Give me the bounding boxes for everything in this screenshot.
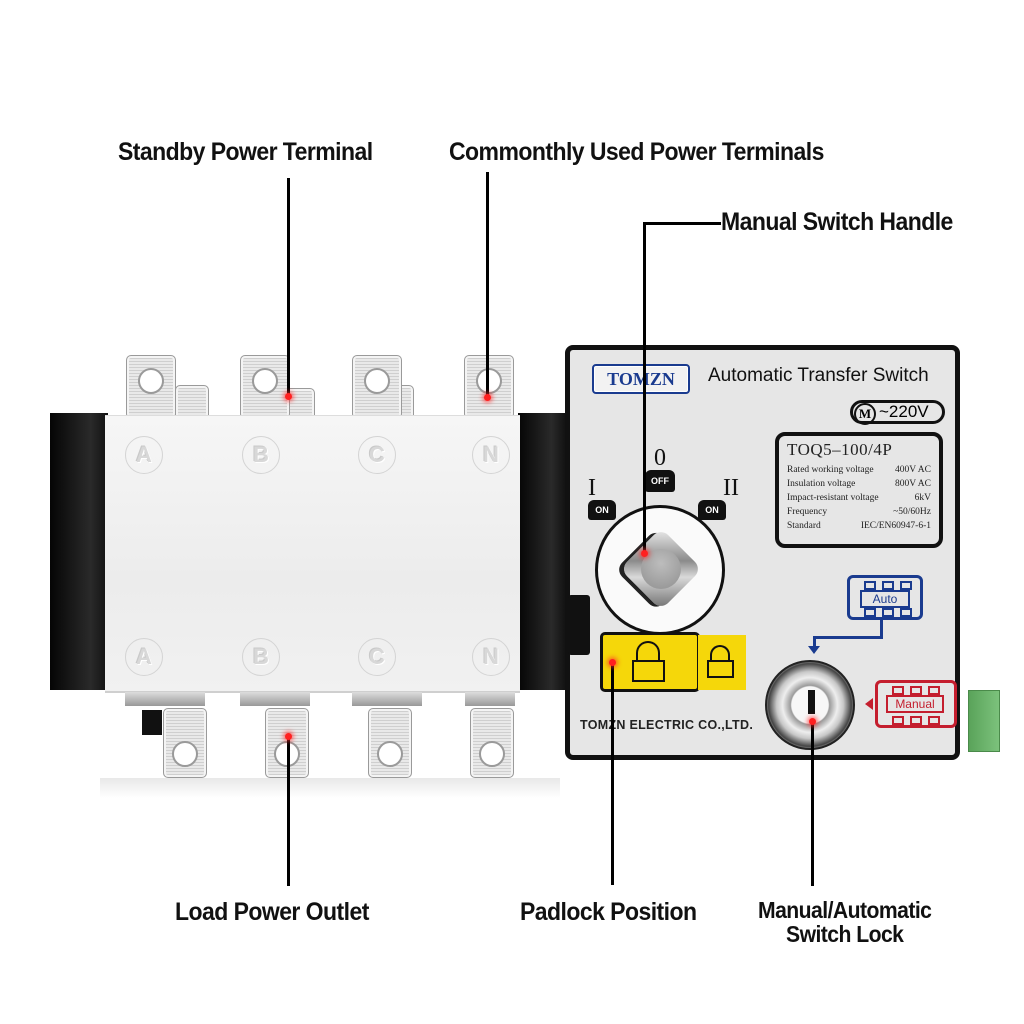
manual-mode-indicator: Manual — [875, 680, 957, 728]
marker-handle — [641, 550, 648, 557]
spec-value: IEC/EN60947-6-1 — [860, 521, 931, 531]
padlock-position[interactable] — [600, 632, 700, 692]
common-terminal-lug — [352, 355, 402, 419]
padlock-shackle-icon — [636, 641, 660, 661]
key-slot-icon — [808, 690, 815, 714]
spec-row: Impact-resistant voltage 6kV — [787, 491, 931, 505]
phase-label-bottom: N — [472, 638, 510, 676]
spec-value: 6kV — [914, 493, 931, 503]
bracket — [125, 692, 205, 706]
manual-label: Manual — [886, 695, 944, 713]
spec-value: ~50/60Hz — [893, 507, 931, 517]
switch-housing: A B C N A B C N — [105, 415, 520, 693]
callout-switch-lock-line2: Switch Lock — [786, 921, 904, 947]
spec-key: Insulation voltage — [787, 479, 856, 489]
bracket — [465, 692, 515, 706]
auto-mode-indicator: Auto — [847, 575, 923, 620]
marker-standby — [285, 393, 292, 400]
padlock-icon — [632, 660, 665, 682]
spec-label: TOQ5–100/4P Rated working voltage 400V AC… — [775, 432, 943, 548]
manual-switch-handle[interactable] — [595, 505, 725, 635]
leader-line-handle-h — [643, 222, 721, 225]
bracket — [240, 692, 310, 706]
phase-label-top: C — [358, 436, 396, 474]
load-terminal-lug — [368, 708, 412, 778]
panel-title: Automatic Transfer Switch — [708, 365, 929, 386]
leader-line-padlock — [611, 663, 614, 885]
motor-voltage-badge: M ~220V — [850, 400, 945, 425]
load-terminal-lug — [163, 708, 207, 778]
padlock-icon — [707, 660, 734, 678]
body-left-cap — [50, 413, 108, 690]
brand-logo: TOMZN — [592, 364, 690, 394]
green-terminal-block — [968, 690, 1000, 752]
common-terminal-lug — [464, 355, 514, 419]
position-label-0: 0 — [654, 445, 666, 471]
standby-terminal-lug — [240, 355, 290, 419]
spec-key: Impact-resistant voltage — [787, 493, 879, 503]
spec-value: 400V AC — [895, 465, 931, 475]
spec-key: Standard — [787, 521, 821, 531]
padlock-bracket — [568, 595, 590, 655]
arrow-down-icon — [808, 646, 820, 654]
arrow-left-icon — [865, 698, 873, 710]
callout-common-power-terminals: Commonthly Used Power Terminals — [449, 138, 824, 166]
marker-padlock — [609, 659, 616, 666]
marker-common — [484, 394, 491, 401]
phase-label-top: N — [472, 436, 510, 474]
auto-arrow-line — [880, 620, 883, 638]
company-name: TOMZN ELECTRIC CO.,LTD. — [580, 718, 754, 732]
bracket — [352, 692, 422, 706]
on-tab-left: ON — [588, 500, 616, 520]
phase-label-bottom: C — [358, 638, 396, 676]
phase-label-top: A — [125, 436, 163, 474]
spec-row: Insulation voltage 800V AC — [787, 477, 931, 491]
auto-arrow-line — [813, 636, 883, 639]
spec-key: Rated working voltage — [787, 465, 874, 475]
off-tab: OFF — [645, 470, 675, 492]
phase-label-top: B — [242, 436, 280, 474]
callout-manual-switch-handle: Manual Switch Handle — [721, 208, 953, 236]
spec-row: Frequency ~50/60Hz — [787, 505, 931, 519]
motor-icon: M — [854, 403, 876, 425]
leader-line-standby — [287, 178, 290, 396]
marker-load — [285, 733, 292, 740]
spec-key: Frequency — [787, 507, 828, 517]
bracket-clip — [142, 710, 162, 735]
position-label-ii: II — [723, 475, 739, 501]
callout-switch-lock: Manual/Automatic Switch Lock — [758, 897, 932, 947]
phase-label-bottom: B — [242, 638, 280, 676]
control-panel: TOMZN Automatic Transfer Switch M ~220V … — [565, 345, 960, 760]
spec-row: Rated working voltage 400V AC — [787, 463, 931, 477]
padlock-sticker — [698, 635, 746, 690]
spec-row: Standard IEC/EN60947-6-1 — [787, 519, 931, 533]
leader-line-handle-v — [643, 222, 646, 552]
auto-arrow-line — [813, 636, 816, 648]
spec-value: 800V AC — [895, 479, 931, 489]
marker-switch-lock — [809, 718, 816, 725]
callout-load-power-outlet: Load Power Outlet — [175, 898, 369, 926]
callout-standby-power-terminal: Standby Power Terminal — [118, 138, 373, 166]
model-number: TOQ5–100/4P — [787, 440, 893, 459]
standby-terminal-lug — [126, 355, 176, 419]
callout-padlock-position: Padlock Position — [520, 898, 697, 926]
handle-shaft — [619, 527, 703, 611]
position-label-i: I — [588, 475, 596, 501]
body-right-cap — [518, 413, 566, 690]
on-tab-right: ON — [698, 500, 726, 520]
padlock-shackle-icon — [710, 645, 730, 661]
leader-line-load — [287, 738, 290, 886]
shadow — [100, 778, 560, 798]
callout-switch-lock-line1: Manual/Automatic — [758, 897, 932, 923]
leader-line-common — [486, 172, 489, 397]
auto-label: Auto — [860, 590, 910, 608]
phase-label-bottom: A — [125, 638, 163, 676]
load-terminal-lug — [470, 708, 514, 778]
manual-automatic-switch-lock[interactable] — [765, 660, 855, 750]
leader-line-switch-lock — [811, 722, 814, 886]
motor-voltage: ~220V — [879, 402, 929, 421]
